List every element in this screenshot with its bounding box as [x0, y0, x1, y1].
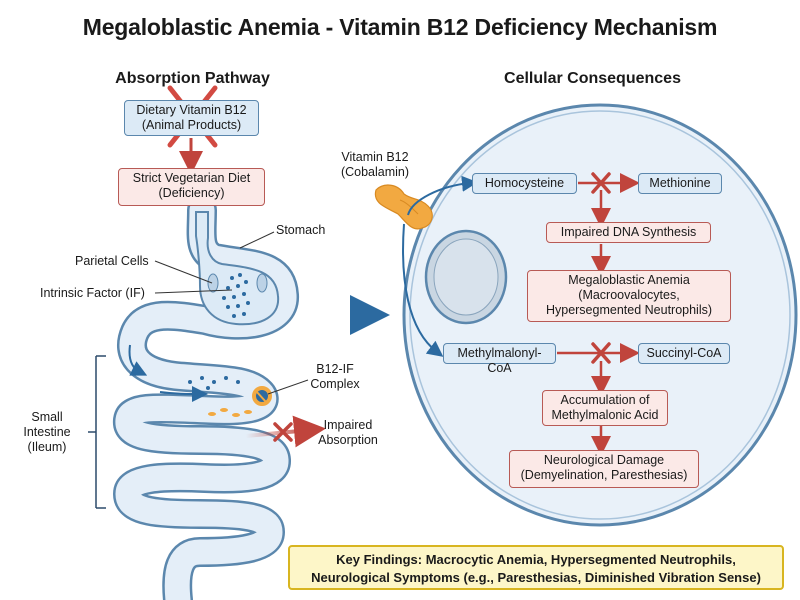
key-findings-box: Key Findings: Macrocytic Anemia, Hyperse… [288, 545, 784, 590]
b12-fragments [208, 408, 252, 417]
stomach-label: Stomach [276, 223, 326, 237]
neuro-line2: (Demyelination, Paresthesias) [520, 468, 688, 482]
impaired-x-icon [273, 422, 293, 442]
small-intestine-line2: Intestine [23, 425, 71, 439]
methionine-box: Methionine [638, 173, 722, 194]
b12-if-complex-label: B12-IF Complex [300, 362, 370, 392]
succinyl-coa-box: Succinyl-CoA [638, 343, 730, 364]
stomach-shape [195, 211, 280, 326]
mma-line1: Accumulation of [560, 393, 650, 407]
methylmalonic-acid-box: Accumulation of Methylmalonic Acid [542, 390, 668, 426]
neuro-line1: Neurological Damage [543, 453, 665, 467]
small-intestine-line3: (Ileum) [27, 440, 67, 454]
b12-if-complex-line1: B12-IF [316, 362, 354, 376]
intrinsic-factor-dots [188, 273, 250, 390]
impaired-absorption-line1: Impaired [323, 418, 373, 432]
block-x-icon [591, 172, 611, 364]
cellular-heading: Cellular Consequences [504, 70, 681, 87]
intestine-bracket [88, 355, 106, 509]
dietary-b12-box: Dietary Vitamin B12 (Animal Products) [124, 100, 259, 136]
intrinsic-factor-label: Intrinsic Factor (IF) [40, 286, 145, 300]
mma-line2: Methylmalonic Acid [551, 408, 659, 422]
dna-synthesis-box: Impaired DNA Synthesis [546, 222, 711, 243]
b12-if-complex-line2: Complex [310, 377, 360, 391]
cobalamin-line2: (Cobalamin) [340, 165, 410, 179]
cobalamin-label: Vitamin B12 (Cobalamin) [334, 150, 416, 180]
small-intestine-line1: Small [31, 410, 63, 424]
cobalamin-molecule-icon [374, 184, 433, 230]
anemia-line1: Megaloblastic Anemia [568, 273, 690, 287]
vegetarian-diet-line2: (Deficiency) [158, 186, 225, 200]
homocysteine-box: Homocysteine [472, 173, 577, 194]
vegetarian-diet-box: Strict Vegetarian Diet (Deficiency) [118, 168, 265, 206]
small-intestine-label: Small Intestine (Ileum) [14, 410, 80, 455]
b12-if-complex-icon [252, 386, 272, 406]
methylmalonyl-path-arrow [402, 223, 444, 357]
megaloblastic-anemia-box: Megaloblastic Anemia (Macroovalocytes, H… [527, 270, 731, 322]
anemia-line2: (Macroovalocytes, [578, 288, 680, 302]
anemia-line3: Hypersegmented Neutrophils) [545, 303, 713, 317]
key-findings-line2: Neurological Symptoms (e.g., Paresthesia… [311, 570, 761, 585]
cobalamin-line1: Vitamin B12 [341, 150, 409, 164]
methylmalonyl-coa-box: Methylmalonyl-CoA [443, 343, 556, 375]
dietary-b12-line2: (Animal Products) [141, 118, 242, 132]
impaired-absorption-label: Impaired Absorption [308, 418, 388, 448]
impaired-absorption-line2: Absorption [318, 433, 378, 447]
neurological-damage-box: Neurological Damage (Demyelination, Pare… [509, 450, 699, 488]
vegetarian-diet-line1: Strict Vegetarian Diet [132, 171, 251, 185]
absorption-heading: Absorption Pathway [115, 70, 270, 87]
key-findings-line1: Key Findings: Macrocytic Anemia, Hyperse… [336, 552, 736, 567]
parietal-cells-label: Parietal Cells [75, 254, 149, 268]
dietary-b12-line1: Dietary Vitamin B12 [136, 103, 247, 117]
uptake-arrow [407, 175, 478, 216]
page-title: Megaloblastic Anemia - Vitamin B12 Defic… [82, 14, 718, 40]
